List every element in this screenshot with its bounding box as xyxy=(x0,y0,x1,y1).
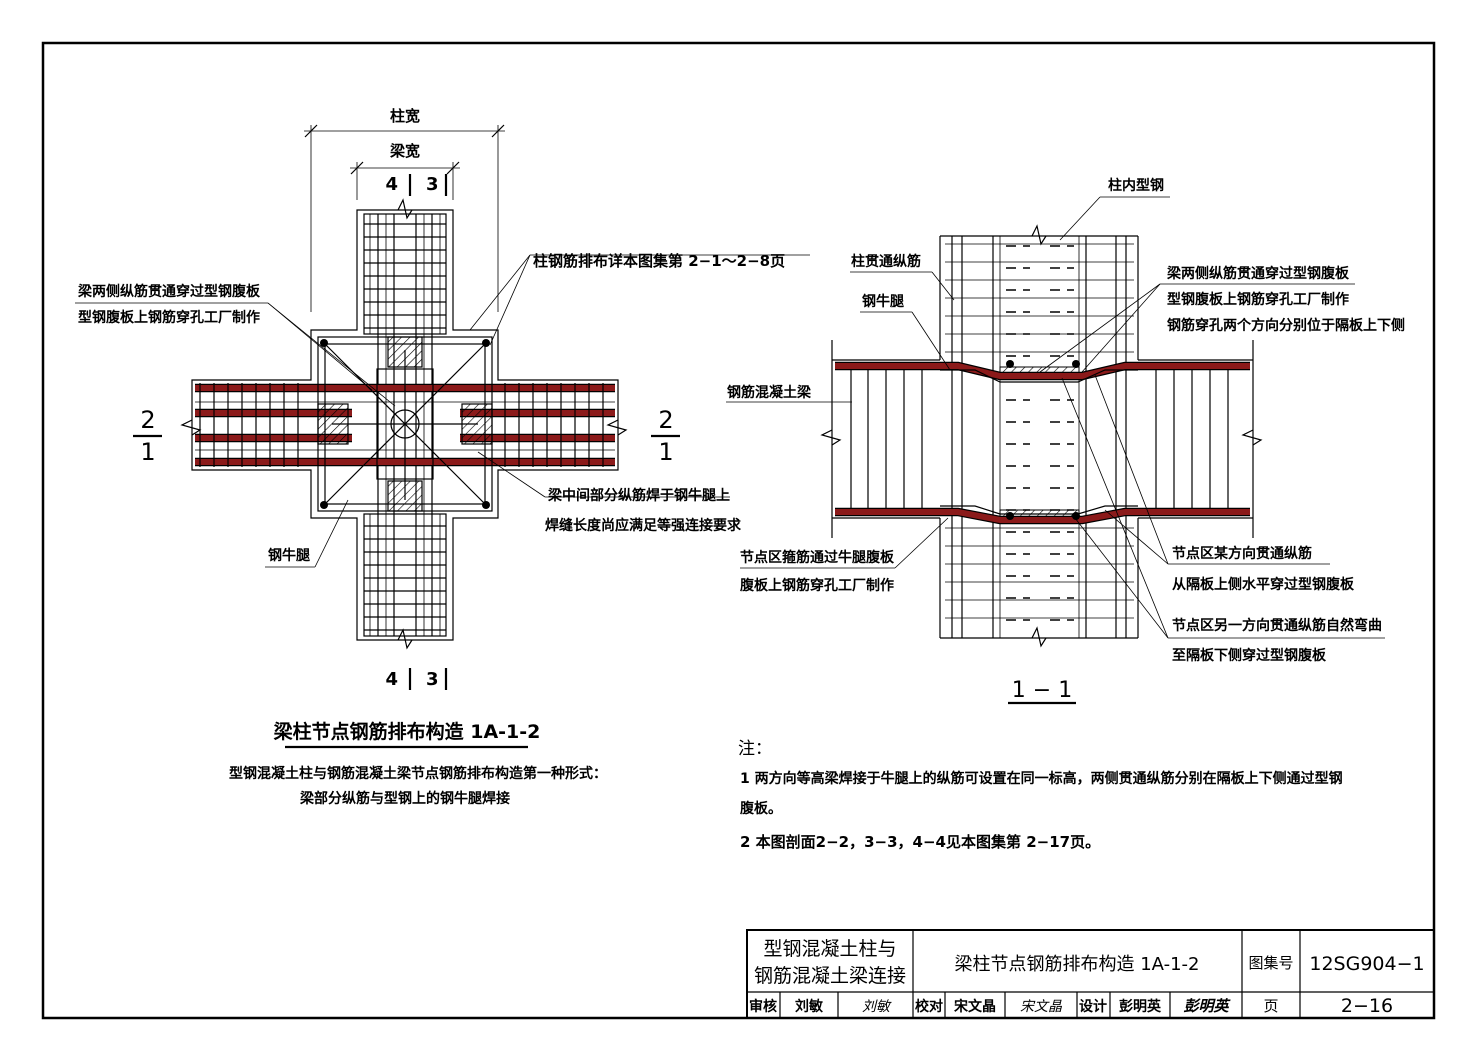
left-view-title: 梁柱节点钢筋排布构造 1A-1-2 xyxy=(273,720,541,743)
note-web-through-2: 型钢腹板上钢筋穿孔工厂制作 xyxy=(78,309,260,326)
note-dir1-2: 从隔板上侧水平穿过型钢腹板 xyxy=(1172,576,1355,593)
tb-design-label: 设计 xyxy=(1079,998,1107,1015)
label-steel-in-column: 柱内型钢 xyxy=(1108,177,1164,194)
note-2: 2 本图剖面2−2，3−3，4−4见本图集第 2−17页。 xyxy=(740,833,1100,851)
dim-column-width-label: 柱宽 xyxy=(390,107,420,125)
label-corbel-left: 钢牛腿 xyxy=(268,547,310,564)
label-corbel-right: 钢牛腿 xyxy=(862,293,904,310)
right-section-view: 柱内型钢 柱贯通纵筋 钢牛腿 钢筋混凝土梁 梁两侧纵筋贯通穿过型钢腹板 型钢腹板… xyxy=(726,177,1405,705)
note-stirrup-1: 节点区箍筋通过牛腿腹板 xyxy=(740,549,895,566)
beam-stirrup-rungs xyxy=(199,383,604,467)
steel-section-joint xyxy=(317,336,493,512)
break-beam-left xyxy=(820,429,842,446)
note-stirrup-2: 腹板上钢筋穿孔工厂制作 xyxy=(740,577,894,594)
tb-review-label: 审核 xyxy=(749,998,777,1015)
tb-design-sign: 彭明英 xyxy=(1183,997,1231,1015)
break-top-right xyxy=(1031,224,1047,246)
label-column-through-bar: 柱贯通纵筋 xyxy=(851,253,921,270)
break-line-top xyxy=(397,198,413,220)
section-mark-left: 2 1 xyxy=(133,406,162,466)
tb-page-no: 2−16 xyxy=(1341,995,1393,1017)
tb-atlas-no: 12SG904−1 xyxy=(1309,953,1424,975)
tb-category-1: 型钢混凝土柱与 xyxy=(763,938,896,960)
note-column-rebar: 柱钢筋排布详本图集第 2−1～2−8页 xyxy=(533,252,785,270)
tb-check-label: 校对 xyxy=(915,998,943,1015)
note-1-line-b: 腹板。 xyxy=(740,800,782,817)
left-view-subtitle-2: 梁部分纵筋与型钢上的钢牛腿焊接 xyxy=(299,790,510,807)
tb-category-2: 钢筋混凝土梁连接 xyxy=(754,965,906,987)
right-leader-lines xyxy=(726,196,1385,639)
section-mark-right: 2 1 xyxy=(651,406,680,466)
break-line-right xyxy=(606,419,628,436)
svg-text:1: 1 xyxy=(658,438,673,466)
column-beam-outline xyxy=(191,209,619,641)
tb-drawing-title: 梁柱节点钢筋排布构造 1A-1-2 xyxy=(955,954,1200,975)
general-notes: 注： 1 两方向等高梁焊接于牛腿上的纵筋可设置在同一标高，两侧贯通纵筋分别在隔板… xyxy=(738,739,1343,851)
break-bottom-right xyxy=(1031,626,1047,648)
break-line-left xyxy=(180,419,202,436)
tb-review-name: 刘敏 xyxy=(795,998,824,1015)
note-weld-1: 梁中间部分纵筋焊于钢牛腿上 xyxy=(547,487,730,504)
dim-column-width: 柱宽 xyxy=(304,107,505,312)
tb-page-label: 页 xyxy=(1263,997,1278,1015)
beam-stirrups-section xyxy=(850,370,1229,508)
section-mark-4-bottom: 4 xyxy=(385,669,398,690)
note-web-through-1: 梁两侧纵筋贯通穿过型钢腹板 xyxy=(77,283,261,300)
column-bars-section xyxy=(951,236,1127,638)
note-dir1-1: 节点区某方向贯通纵筋 xyxy=(1172,545,1312,562)
break-line-bottom xyxy=(397,628,413,650)
column-stirrups-top xyxy=(363,213,447,335)
break-beam-right xyxy=(1241,429,1263,446)
svg-text:2: 2 xyxy=(140,406,155,434)
title-block: 型钢混凝土柱与 钢筋混凝土梁连接 梁柱节点钢筋排布构造 1A-1-2 图集号 1… xyxy=(746,929,1435,1019)
column-ties-section xyxy=(945,243,1134,619)
notes-heading: 注： xyxy=(738,739,772,759)
note-1-line-a: 1 两方向等高梁焊接于牛腿上的纵筋可设置在同一标高，两侧贯通纵筋分别在隔板上下侧… xyxy=(740,770,1343,787)
sheet-frame xyxy=(41,41,1436,1020)
label-rc-beam: 钢筋混凝土梁 xyxy=(727,384,812,401)
dim-beam-width: 梁宽 xyxy=(350,142,460,200)
note-beam-side-2: 型钢腹板上钢筋穿孔工厂制作 xyxy=(1167,291,1349,308)
tb-atlas-label: 图集号 xyxy=(1248,954,1293,972)
section-mark-3-bottom: 3 xyxy=(426,669,439,690)
note-dir2-2: 至隔板下侧穿过型钢腹板 xyxy=(1172,647,1327,664)
column-vertical-bars xyxy=(377,214,433,636)
svg-text:2: 2 xyxy=(658,406,673,434)
note-beam-side-1: 梁两侧纵筋贯通穿过型钢腹板 xyxy=(1166,265,1350,282)
column-stirrups-bottom xyxy=(363,513,447,637)
left-view-subtitle-1: 型钢混凝土柱与钢筋混凝土梁节点钢筋排布构造第一种形式： xyxy=(229,765,607,782)
section-mark-3-top: 3 xyxy=(426,174,439,195)
tb-check-sign: 宋文晶 xyxy=(1020,999,1063,1015)
note-weld-2: 焊缝长度尚应满足等强连接要求 xyxy=(545,517,742,534)
left-leader-lines xyxy=(75,254,810,568)
tb-design-name: 彭明英 xyxy=(1119,998,1162,1015)
section-mark-4-top: 4 xyxy=(385,174,398,195)
dim-beam-width-label: 梁宽 xyxy=(389,142,420,160)
beam-bars-section xyxy=(835,360,1250,525)
tb-check-name: 宋文晶 xyxy=(953,998,996,1015)
section-1-1-label: 1 − 1 xyxy=(1012,678,1072,703)
note-beam-side-3: 钢筋穿孔两个方向分别位于隔板上下侧 xyxy=(1167,317,1405,334)
note-dir2-1: 节点区另一方向贯通纵筋自然弯曲 xyxy=(1172,617,1382,634)
svg-text:1: 1 xyxy=(140,438,155,466)
tb-review-sign: 刘敏 xyxy=(862,999,892,1015)
left-plan-view: 柱宽 梁宽 4 3 4 3 2 1 2 1 xyxy=(75,107,810,807)
